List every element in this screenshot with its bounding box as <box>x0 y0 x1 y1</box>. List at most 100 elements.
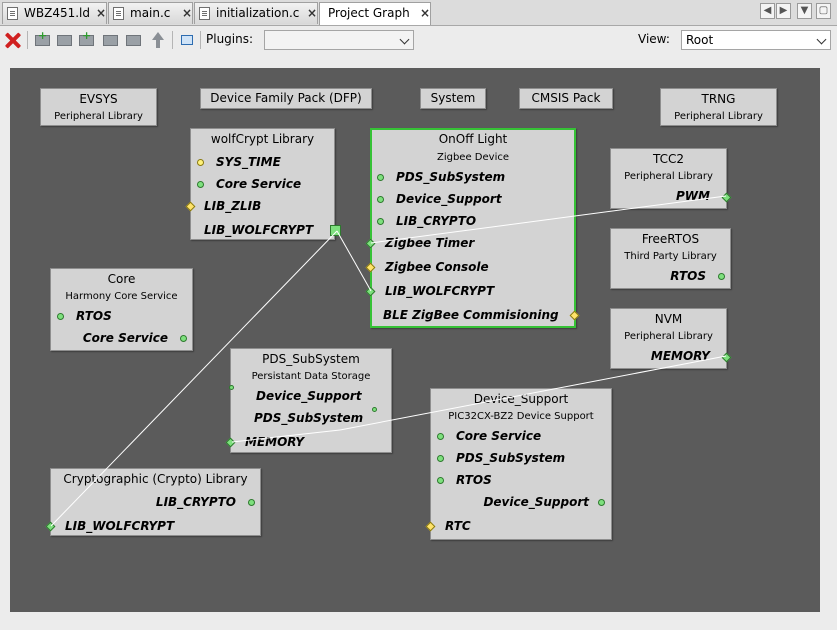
port-label: PDS_SubSystem <box>254 411 364 425</box>
node-title: Cryptographic (Crypto) Library <box>63 472 248 486</box>
tab-main-c[interactable]: main.c × <box>108 2 193 24</box>
node-subtitle: Third Party Library <box>624 251 717 262</box>
tab-wbz451-ld[interactable]: WBZ451.ld × <box>2 2 107 24</box>
port-connector[interactable] <box>197 181 204 188</box>
node-device-family-pack[interactable]: Device Family Pack (DFP) <box>200 88 372 109</box>
port-connector[interactable] <box>437 477 444 484</box>
port-connector[interactable] <box>377 196 384 203</box>
node-freertos[interactable]: FreeRTOS Third Party Library RTOS <box>610 228 731 289</box>
box-shape <box>79 35 94 46</box>
file-icon <box>199 7 210 20</box>
port-connector[interactable] <box>437 433 444 440</box>
remove-from-group-icon[interactable] <box>124 30 144 50</box>
node-tcc2[interactable]: TCC2 Peripheral Library PWM <box>610 148 732 209</box>
node-title: OnOff Light <box>438 132 508 146</box>
fit-to-view-icon[interactable] <box>177 30 197 50</box>
box-shape <box>57 35 72 46</box>
node-title: EVSYS <box>79 92 118 106</box>
node-nvm[interactable]: NVM Peripheral Library MEMORY <box>610 308 732 369</box>
port-label: RTOS <box>670 269 706 283</box>
port-label: Zigbee Timer <box>385 236 475 250</box>
restore-window-button[interactable]: ▢ <box>816 3 831 19</box>
port-label: LIB_WOLFCRYPT <box>65 519 175 533</box>
plus-icon: + <box>82 29 92 42</box>
node-device-support[interactable]: Device_Support PIC32CX-BZ2 Device Suppor… <box>425 388 612 540</box>
port-label: RTOS <box>76 309 112 323</box>
node-title: NVM <box>654 312 683 326</box>
port-connector[interactable] <box>248 499 255 506</box>
node-subtitle: PIC32CX-BZ2 Device Support <box>448 411 594 422</box>
move-up-icon[interactable] <box>148 30 168 50</box>
port-connector[interactable] <box>377 218 384 225</box>
close-tab-icon[interactable]: × <box>182 6 193 20</box>
node-title: Device_Support <box>473 392 569 406</box>
plus-icon: + <box>38 29 48 42</box>
arrow-shaft <box>156 40 160 48</box>
scroll-tabs-left-button[interactable]: ◀ <box>760 3 775 19</box>
close-tab-icon[interactable]: × <box>420 6 431 20</box>
port-label: LIB_CRYPTO <box>155 495 236 509</box>
port-connector-satisfied[interactable] <box>330 225 341 236</box>
node-trng[interactable]: TRNG Peripheral Library <box>660 88 777 126</box>
tab-list-menu-button[interactable]: ▼ <box>797 3 812 19</box>
node-title: CMSIS Pack <box>531 91 601 105</box>
node-title: wolfCrypt Library <box>210 132 315 146</box>
tab-project-graph[interactable]: Project Graph × <box>319 2 431 25</box>
node-cmsis-pack[interactable]: CMSIS Pack <box>519 88 613 109</box>
node-onoff-light[interactable]: OnOff Light Zigbee Device PDS_SubSystem … <box>365 128 580 328</box>
node-core[interactable]: Core Harmony Core Service RTOS Core Serv… <box>50 268 193 351</box>
arrow-up-shape <box>152 32 164 40</box>
node-wolfcrypt-library[interactable]: wolfCrypt Library SYS_TIME Core Service … <box>185 128 341 240</box>
port-label: LIB_WOLFCRYPT <box>204 223 314 237</box>
node-title: System <box>430 91 476 105</box>
node-subtitle: Peripheral Library <box>624 171 713 182</box>
node-title: Core <box>107 272 136 286</box>
group-icon[interactable] <box>55 30 75 50</box>
port-label: Zigbee Console <box>385 260 489 274</box>
port-label: Core Service <box>82 331 168 345</box>
port-connector-optional[interactable] <box>197 159 204 166</box>
node-pds-subsystem[interactable]: PDS_SubSystem Persistant Data Storage De… <box>225 348 392 453</box>
port-label: LIB_ZLIB <box>204 199 262 213</box>
close-tab-icon[interactable]: × <box>96 6 107 20</box>
toolbar-separator <box>27 31 28 49</box>
scroll-tabs-right-button[interactable]: ▶ <box>776 3 791 19</box>
editor-tab-bar: WBZ451.ld × main.c × initialization.c × … <box>0 0 837 26</box>
new-group-icon[interactable]: + <box>33 30 53 50</box>
close-tab-icon[interactable]: × <box>307 6 318 20</box>
port-label: MEMORY <box>650 349 710 363</box>
port-connector[interactable] <box>229 385 234 390</box>
tab-initialization-c[interactable]: initialization.c × <box>194 2 318 24</box>
box-shape <box>35 35 50 46</box>
node-system[interactable]: System <box>420 88 486 109</box>
node-subtitle: Zigbee Device <box>436 152 509 163</box>
ungroup-icon[interactable] <box>101 30 121 50</box>
port-connector[interactable] <box>377 174 384 181</box>
port-connector[interactable] <box>180 335 187 342</box>
add-to-group-icon[interactable]: + <box>77 30 97 50</box>
node-crypto-library[interactable]: Cryptographic (Crypto) Library LIB_CRYPT… <box>45 468 261 536</box>
port-connector[interactable] <box>437 455 444 462</box>
view-dropdown[interactable]: Root <box>681 30 831 50</box>
delete-icon[interactable] <box>2 30 22 50</box>
toolbar-separator <box>172 31 173 49</box>
port-connector[interactable] <box>57 313 64 320</box>
port-connector[interactable] <box>598 499 605 506</box>
view-value: Root <box>686 33 714 47</box>
node-subtitle: Peripheral Library <box>54 111 143 122</box>
node-title: FreeRTOS <box>641 232 700 246</box>
tab-label: main.c <box>130 6 171 20</box>
plugins-dropdown[interactable] <box>264 30 414 50</box>
node-title: TCC2 <box>652 152 685 166</box>
port-label: RTC <box>445 519 471 533</box>
port-label: PDS_SubSystem <box>456 451 566 465</box>
port-label: LIB_WOLFCRYPT <box>385 284 495 298</box>
node-evsys[interactable]: EVSYS Peripheral Library <box>40 88 157 126</box>
toolbar-separator <box>200 31 201 49</box>
port-connector[interactable] <box>718 273 725 280</box>
port-connector[interactable] <box>372 407 377 412</box>
port-label: MEMORY <box>245 435 305 449</box>
node-subtitle: Peripheral Library <box>674 111 763 122</box>
port-label: Device_Support <box>483 495 589 509</box>
node-subtitle: Peripheral Library <box>624 331 713 342</box>
